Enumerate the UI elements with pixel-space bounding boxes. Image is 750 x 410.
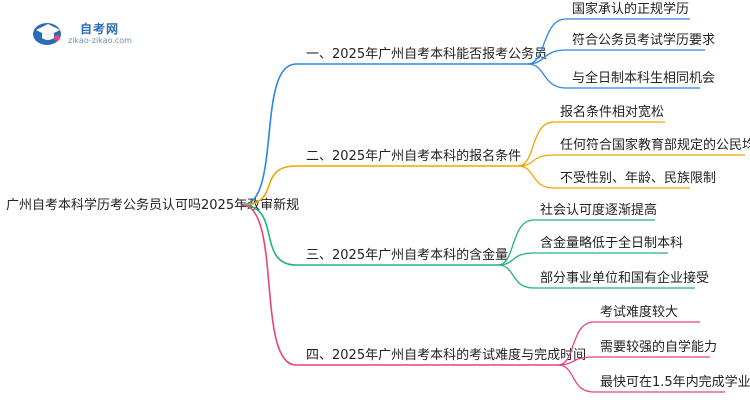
- branch-connector: [241, 204, 498, 266]
- leaf-connector: [557, 356, 710, 366]
- root-topic: 广州自考本科学历考公务员认可吗2025年政审新规: [6, 197, 299, 213]
- branch-connector: [241, 165, 518, 206]
- leaf-connector: [517, 154, 745, 167]
- branch-label: 三、2025年广州自考本科的含金量: [306, 247, 508, 263]
- leaf-label: 含金量略低于全日制本科: [540, 235, 683, 251]
- leaf-label: 考试难度较大: [600, 304, 678, 320]
- leaf-connector: [497, 252, 668, 266]
- graduation-cap-icon: [33, 23, 61, 45]
- leaf-label: 任何符合国家教育部规定的公民均可报名: [560, 137, 750, 153]
- leaf-label: 国家承认的正规学历: [572, 1, 689, 17]
- leaf-label: 部分事业单位和国有企业接受: [540, 270, 709, 286]
- branch-label: 四、2025年广州自考本科的考试难度与完成时间: [306, 347, 586, 363]
- leaf-connector: [497, 219, 655, 266]
- leaf-label: 最快可在1.5年内完成学业: [600, 374, 750, 390]
- leaf-label: 需要较强的自学能力: [600, 339, 717, 355]
- leaf-connector: [497, 264, 695, 289]
- branch-connector: [241, 204, 558, 366]
- leaf-label: 社会认可度逐渐提高: [540, 202, 657, 218]
- logo-url: zikao-zikao.com: [68, 36, 132, 45]
- leaf-label: 报名条件相对宽松: [560, 104, 664, 120]
- branch-label: 一、2025年广州自考本科能否报考公务员: [306, 46, 547, 62]
- leaf-connector: [557, 321, 700, 366]
- leaf-connector: [527, 49, 705, 65]
- branch-label: 二、2025年广州自考本科的报名条件: [306, 148, 521, 164]
- leaf-label: 不受性别、年龄、民族限制: [560, 170, 716, 186]
- branch-connector: [241, 63, 528, 206]
- leaf-connector: [517, 121, 665, 167]
- site-logo[interactable]: 自考网 zikao-zikao.com: [30, 16, 140, 50]
- leaf-label: 与全日制本科生相同机会: [572, 70, 715, 86]
- leaf-connector: [527, 18, 690, 65]
- leaf-connector: [527, 63, 700, 89]
- leaf-connector: [557, 364, 725, 393]
- logo-name: 自考网: [80, 22, 120, 36]
- leaf-connector: [517, 165, 690, 189]
- leaf-label: 符合公务员考试学历要求: [572, 32, 715, 48]
